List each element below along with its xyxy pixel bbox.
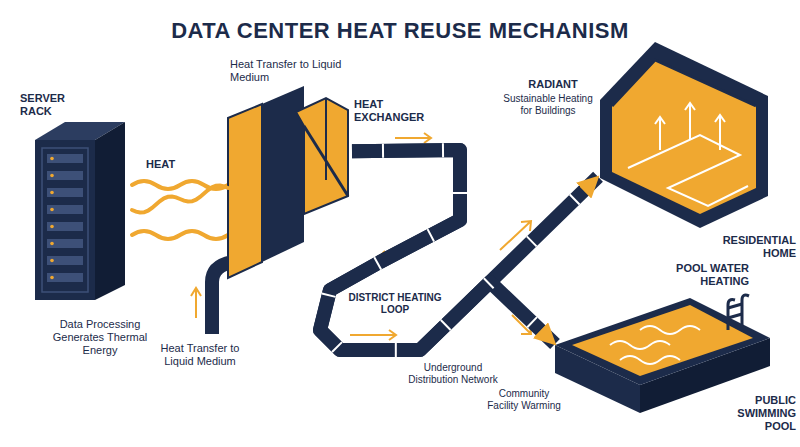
rack-slot	[47, 188, 83, 197]
rack-slot	[47, 154, 83, 163]
rack-slot	[47, 239, 83, 248]
rack-led	[50, 259, 54, 263]
loop-label: DISTRICT HEATING LOOP	[345, 292, 445, 316]
rack-slot	[47, 273, 83, 282]
flow-caption: Heat Transfer to Liquid Medium	[148, 342, 252, 368]
rack-led	[50, 174, 54, 178]
rack-slot	[47, 256, 83, 265]
rack-led	[50, 208, 54, 212]
rack-slot	[47, 171, 83, 180]
diagram-title: DATA CENTER HEAT REUSE MECHANISM	[0, 18, 800, 44]
pool-drawing	[555, 295, 770, 413]
node-caption: Heat Transfer to Liquid Medium	[230, 58, 352, 84]
rack-led	[50, 276, 54, 280]
server-rack: SERVER RACKData Processing Generates The…	[30, 118, 130, 302]
node-heading: SERVER RACK	[20, 92, 80, 118]
rack-led	[50, 191, 54, 195]
inlet-pipe	[191, 262, 232, 334]
pipe-connector	[320, 150, 555, 350]
heat-exchanger: Heat Transfer to Liquid MediumHEAT EXCHA…	[228, 96, 352, 280]
rack-led	[50, 225, 54, 229]
rack-slot	[47, 205, 83, 214]
node-heading: PUBLIC SWIMMING POOL	[710, 394, 796, 434]
node-subheading: POOL WATER HEATING	[637, 262, 749, 288]
node-heading: RESIDENTIAL HOME	[704, 234, 796, 260]
pipe-seam	[320, 150, 555, 350]
residential-home: RADIANTSustainable Heating for Buildings…	[598, 40, 770, 230]
rack-slot	[47, 222, 83, 231]
rack-led	[50, 242, 54, 246]
heat-exchanger-drawing	[228, 86, 348, 278]
server-rack-drawing	[35, 122, 125, 300]
node-caption: Sustainable Heating for Buildings	[500, 93, 596, 117]
node-subheading: RADIANT	[508, 78, 598, 91]
heat-waves	[132, 181, 228, 239]
node-caption: Data Processing Generates Thermal Energy	[48, 318, 152, 358]
node-caption: Community Facility Warming	[483, 388, 565, 412]
pipe-seam	[320, 150, 598, 350]
heat-wave-connector	[132, 186, 228, 213]
pipe-connector	[320, 150, 598, 350]
node-heading: HEAT EXCHANGER	[354, 98, 436, 124]
rack-led	[50, 157, 54, 161]
flow-label: HEAT	[146, 158, 196, 171]
house-drawing	[600, 42, 768, 228]
rack-slots	[47, 154, 83, 282]
network-caption: Underground Distribution Network	[404, 362, 502, 386]
swimming-pool: POOL WATER HEATINGCommunity Facility War…	[555, 298, 770, 413]
